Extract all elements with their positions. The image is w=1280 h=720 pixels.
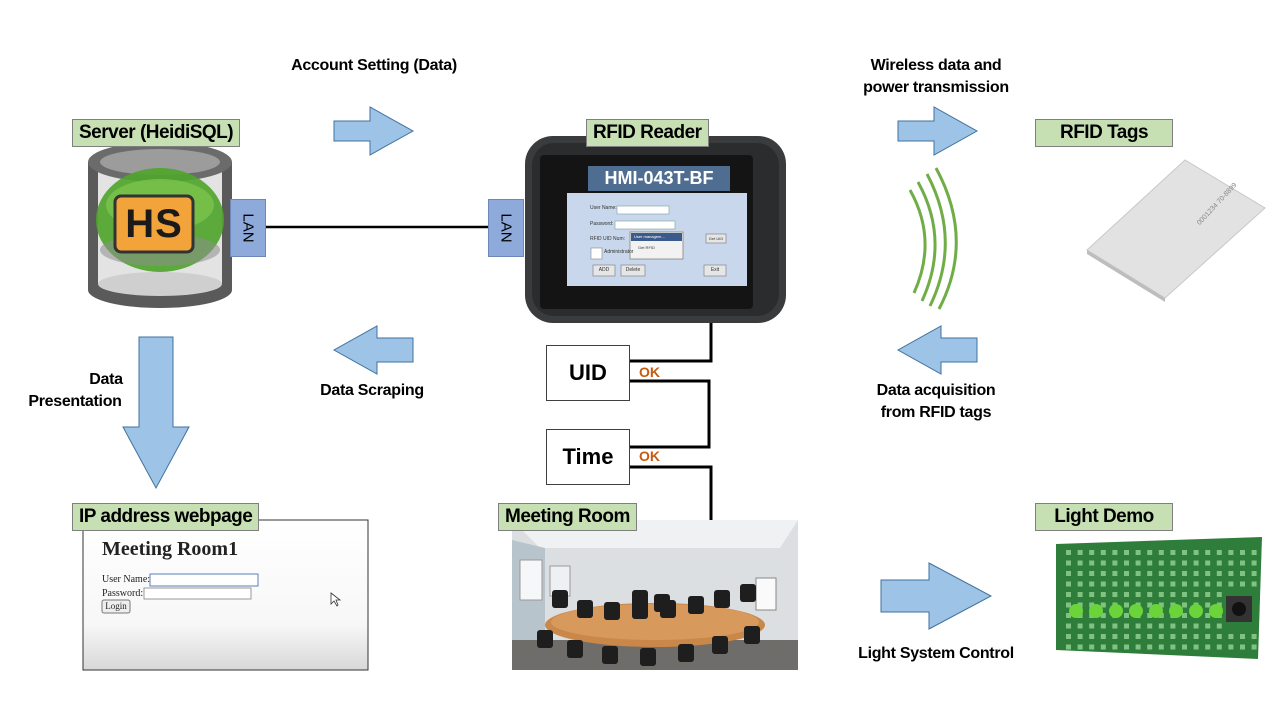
rfid-reader-label: RFID Reader	[586, 119, 709, 147]
light-control-caption: Light System Control	[858, 645, 1014, 662]
device-add-button: ADD	[598, 267, 610, 273]
led-icon	[1069, 604, 1083, 618]
wireless-caption-line2: power transmission	[863, 79, 1009, 96]
reader-to-uid-line	[630, 318, 713, 363]
chair-icon	[712, 636, 728, 654]
meeting-room-label: Meeting Room	[498, 503, 637, 531]
light-demo-label: Light Demo	[1035, 503, 1173, 531]
webpage-login-button: Login	[105, 601, 127, 611]
chair-icon	[744, 626, 760, 644]
account-setting-arrow	[333, 106, 415, 156]
webpage-username-label: User Name:	[102, 574, 151, 585]
data-scraping-caption: Data Scraping	[320, 382, 424, 399]
led-icon	[1089, 604, 1103, 618]
data-presentation-caption-line2: Presentation	[28, 393, 122, 410]
chair-icon	[654, 594, 670, 612]
device-delete-button: Delete	[625, 267, 641, 273]
chair-icon	[552, 590, 568, 608]
chair-icon	[604, 602, 620, 620]
time-ok-text: OK	[639, 448, 660, 464]
device-exit-button: Exit	[710, 267, 720, 273]
account-setting-caption: Account Setting (Data)	[291, 57, 457, 74]
webpage-screenshot	[82, 519, 369, 671]
acquisition-caption-line2: from RFID tags	[880, 404, 992, 421]
chair-icon	[567, 640, 583, 658]
chair-icon	[688, 596, 704, 614]
light-control-arrow	[880, 562, 993, 630]
webpage-password-label: Password:	[102, 588, 144, 599]
device-popup-item: Get RFID	[638, 245, 655, 250]
led-icon	[1109, 604, 1123, 618]
acquisition-caption-line1: Data acquisition	[876, 382, 996, 399]
device-field-username: User Name:	[590, 205, 617, 211]
chair-icon	[740, 584, 756, 602]
led-icon	[1189, 604, 1203, 618]
rfid-tags-label: RFID Tags	[1035, 119, 1173, 147]
device-popup-title: User managem...	[634, 234, 665, 239]
meeting-room-photo	[512, 520, 798, 670]
device-field-admin: Administrator	[604, 249, 634, 255]
rfid-reader-device	[525, 136, 786, 323]
device-get-uid-button: Get UID	[708, 236, 724, 241]
uid-ok-text: OK	[639, 364, 660, 380]
led-icon	[1129, 604, 1143, 618]
device-model-title: HMI-043T-BF	[604, 168, 714, 188]
server-lan-text: LAN	[239, 213, 257, 243]
heidisql-logo: HS	[125, 202, 183, 246]
acquisition-arrow	[896, 325, 978, 375]
wireless-caption-line1: Wireless data and	[870, 57, 1002, 74]
time-box: Time	[546, 429, 630, 485]
device-field-password: Password:	[590, 221, 614, 227]
chair-icon	[577, 600, 593, 618]
reader-lan-text: LAN	[497, 213, 515, 243]
chair-icon	[640, 648, 656, 666]
webpage-title: Meeting Room1	[102, 538, 239, 560]
device-field-rfid-uid: RFID UID Num:	[590, 236, 625, 242]
uid-box: UID	[546, 345, 630, 401]
led-icon	[1169, 604, 1183, 618]
wireless-wave-icon	[908, 167, 958, 310]
server-label: Server (HeidiSQL)	[72, 119, 241, 147]
uid-to-time-line	[630, 379, 711, 449]
rfid-card-image	[1086, 159, 1266, 302]
mouse-cursor-icon	[330, 592, 342, 607]
wireless-arrow	[897, 106, 979, 156]
webpage-label: IP address webpage	[72, 503, 260, 531]
server-lan-port: LAN	[230, 199, 266, 257]
light-demo-board-image	[1056, 537, 1262, 659]
chair-icon	[602, 646, 618, 664]
chair-icon	[678, 644, 694, 662]
led-icon	[1149, 604, 1163, 618]
led-icon	[1209, 604, 1223, 618]
chair-icon	[714, 590, 730, 608]
data-scraping-arrow	[332, 325, 414, 375]
time-to-room-line	[630, 465, 713, 520]
chair-icon	[537, 630, 553, 648]
data-presentation-caption-line1: Data	[89, 371, 123, 388]
data-presentation-arrow	[122, 336, 190, 490]
reader-lan-port: LAN	[488, 199, 524, 257]
chair-icon	[632, 590, 648, 608]
database-icon	[88, 142, 232, 308]
